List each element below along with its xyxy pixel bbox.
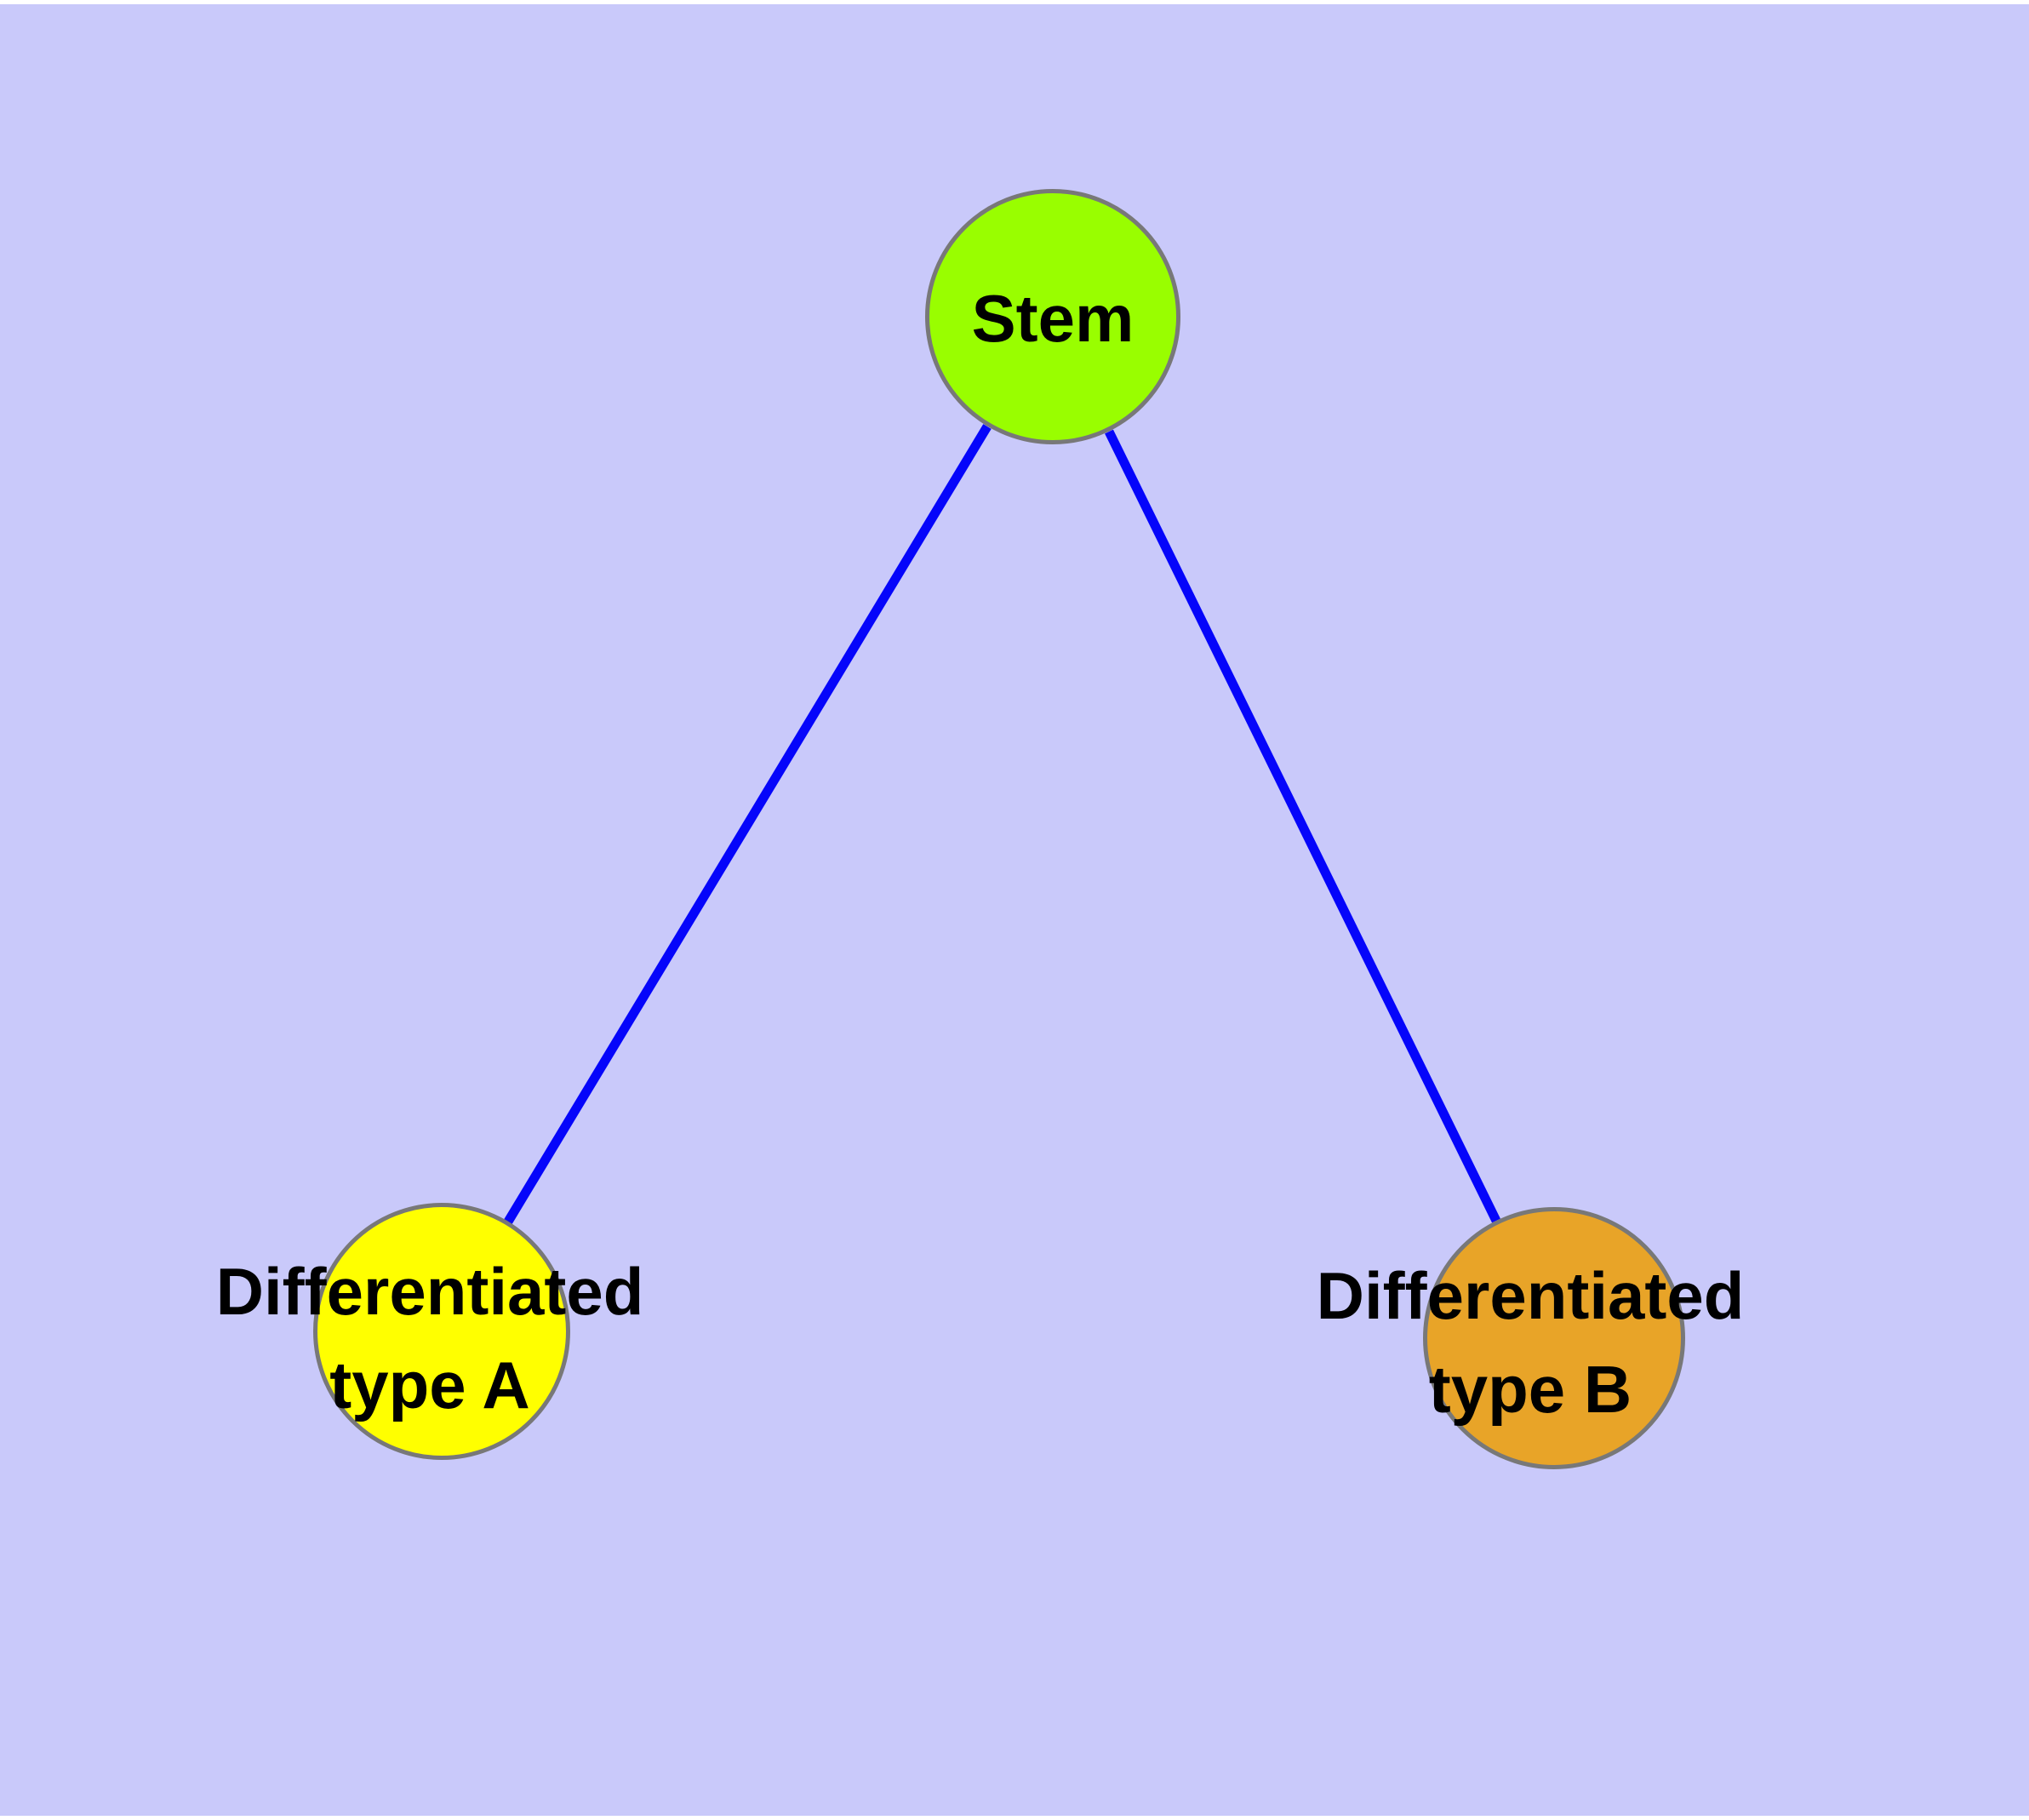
canvas-top-margin xyxy=(0,0,2029,4)
edge-stem-to-type-a xyxy=(504,424,992,1224)
node-type-b-label-line2: type B xyxy=(1428,1352,1632,1427)
edge-stem-to-type-b xyxy=(1105,429,1500,1223)
node-type-a-label: Differentiated type A xyxy=(216,1245,644,1432)
node-type-b-label: Differentiated type B xyxy=(1317,1249,1745,1436)
node-differentiated-type-b xyxy=(1423,1207,1685,1469)
node-type-a-label-line2: type A xyxy=(329,1348,530,1422)
node-type-a-label-line1: Differentiated xyxy=(215,1254,644,1329)
node-type-b-label-line1: Differentiated xyxy=(1316,1258,1745,1333)
node-stem xyxy=(925,189,1180,444)
node-differentiated-type-a xyxy=(313,1203,570,1460)
node-stem-label: Stem xyxy=(971,281,1135,356)
canvas-bottom-margin xyxy=(0,1816,2029,1820)
